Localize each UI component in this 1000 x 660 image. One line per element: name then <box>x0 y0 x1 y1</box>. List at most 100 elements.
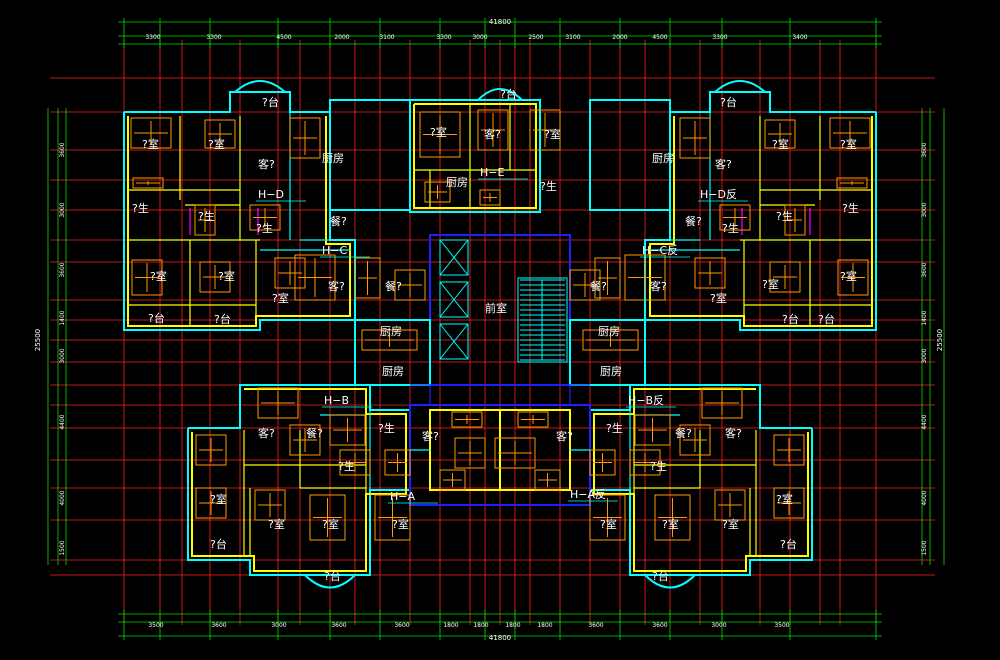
dim-text-bottom: 1800 <box>473 622 488 629</box>
dimension-lines <box>47 18 945 640</box>
furniture-block <box>534 469 561 491</box>
furniture-block <box>634 414 671 446</box>
room-label-bedroom: ?室 <box>776 492 793 506</box>
room-label-bath: ?生 <box>842 201 859 215</box>
furniture-block <box>132 177 164 189</box>
furniture-block <box>451 411 483 428</box>
furniture-block <box>374 494 411 541</box>
room-label-dining: 餐? <box>685 214 702 228</box>
unit-tag: H−A反 <box>570 488 606 501</box>
unit-tag: H−C反 <box>642 244 678 257</box>
room-label-living: 客? <box>484 127 501 141</box>
room-label-bedroom: ?室 <box>600 517 617 531</box>
furniture-block <box>204 119 236 149</box>
room-label-bedroom: ?室 <box>218 269 235 283</box>
furniture-block <box>517 411 549 428</box>
dim-text-top: 3000 <box>472 34 487 41</box>
furniture-block <box>477 109 509 151</box>
room-label-kitchen: 厨房 <box>322 152 344 165</box>
dim-text-top: 2000 <box>612 34 627 41</box>
room-label-bedroom: ?室 <box>662 517 679 531</box>
dim-text-right: 1400 <box>921 310 928 325</box>
furniture-block <box>773 434 805 466</box>
room-label-bath: ?生 <box>256 221 273 235</box>
room-labels: ?台?室?室客?厨房?生?生?生餐??室?室?室客?餐??台?台?台?室客??室… <box>132 87 859 583</box>
dim-text-right: 3600 <box>921 142 928 157</box>
room-label-bedroom: ?室 <box>322 517 339 531</box>
furniture-block <box>624 254 666 301</box>
furniture-block <box>394 269 426 301</box>
dim-text-left: 4000 <box>59 490 66 505</box>
overall-width-bottom: 41800 <box>489 634 511 642</box>
room-label-bedroom: ?室 <box>710 291 727 305</box>
room-label-dining: 餐? <box>385 279 402 293</box>
furniture-block <box>784 204 806 236</box>
furniture-block <box>289 117 321 159</box>
room-label-bath: ?生 <box>776 209 793 223</box>
room-label-bath: ?生 <box>650 459 667 473</box>
room-label-balcony: ?台 <box>148 311 165 325</box>
dim-text-right: 1500 <box>921 540 928 555</box>
room-label-living: 客? <box>715 157 732 171</box>
dim-text-right: 3000 <box>921 202 928 217</box>
furniture-block <box>836 177 868 189</box>
room-label-living: 客? <box>422 429 439 443</box>
furniture-block <box>589 494 626 541</box>
unit-tag: H−D反 <box>700 188 737 201</box>
room-label-bath: ?生 <box>378 421 395 435</box>
dim-text-top: 3300 <box>145 34 160 41</box>
unit-tag: H−D <box>258 188 284 201</box>
room-label-living: 客? <box>556 429 573 443</box>
dim-text-left: 3000 <box>59 348 66 363</box>
room-label-balcony: ?台 <box>500 87 517 101</box>
room-label-bedroom: ?室 <box>268 517 285 531</box>
furniture-block <box>679 424 711 456</box>
furniture-block <box>339 449 371 476</box>
dim-text-top: 3400 <box>792 34 807 41</box>
stair-well <box>517 277 568 363</box>
furniture-block <box>773 487 805 519</box>
dim-text-bottom: 3500 <box>774 622 789 629</box>
dim-text-bottom: 3600 <box>331 622 346 629</box>
furniture-block <box>829 117 871 149</box>
room-label-bedroom: ?室 <box>142 137 159 151</box>
furniture-block <box>195 487 227 519</box>
dim-text-top: 2000 <box>334 34 349 41</box>
room-label-balcony: ?台 <box>780 537 797 551</box>
dim-text-right: 4400 <box>921 414 928 429</box>
room-label-bedroom: ?室 <box>840 137 857 151</box>
unit-tag: H−E <box>480 166 504 179</box>
dim-text-left: 3600 <box>59 262 66 277</box>
dim-text-top: 2500 <box>528 34 543 41</box>
dim-text-bottom: 1800 <box>443 622 458 629</box>
furniture-block <box>419 111 461 158</box>
unit-tag: H−C <box>322 244 347 257</box>
furniture-block <box>309 494 346 541</box>
room-label-bedroom: ?室 <box>208 137 225 151</box>
room-label-bedroom: ?室 <box>762 277 779 291</box>
unit-tag: H−B反 <box>628 394 664 407</box>
furniture-block <box>249 204 281 231</box>
dim-text-top: 4500 <box>276 34 291 41</box>
room-label-bedroom: ?室 <box>544 127 561 141</box>
dim-text-bottom: 3600 <box>652 622 667 629</box>
dim-text-bottom: 3000 <box>711 622 726 629</box>
room-label-bath: ?生 <box>198 209 215 223</box>
furniture-block <box>289 424 321 456</box>
furniture-block <box>424 181 451 203</box>
furniture-block <box>769 261 801 293</box>
dim-text-top: 3100 <box>379 34 394 41</box>
unit-tag: H−B <box>324 394 349 407</box>
room-label-bedroom: ?室 <box>392 517 409 531</box>
room-label-kitchen: 厨房 <box>652 152 674 165</box>
room-label-bedroom: ?室 <box>272 291 289 305</box>
furniture-block <box>701 387 743 419</box>
room-label-kitchen: 厨房 <box>382 365 404 378</box>
room-label-balcony: ?台 <box>652 569 669 583</box>
room-label-living: 客? <box>258 157 275 171</box>
furniture-block <box>130 117 172 149</box>
overall-width-top: 41800 <box>489 18 511 26</box>
